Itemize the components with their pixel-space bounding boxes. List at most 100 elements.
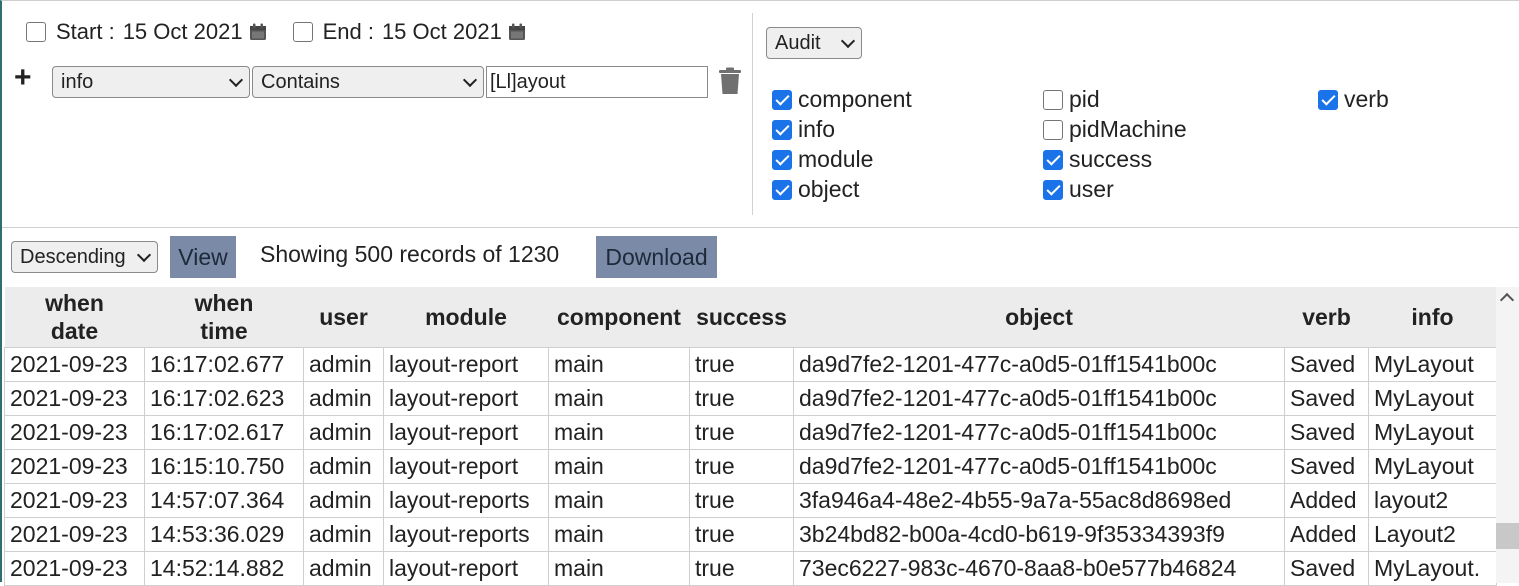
table-cell: 2021-09-23 bbox=[4, 448, 145, 484]
toggle-object[interactable]: object bbox=[772, 176, 859, 203]
table-cell: true bbox=[689, 414, 794, 450]
toggle-success[interactable]: success bbox=[1043, 146, 1152, 173]
section-divider bbox=[752, 13, 753, 215]
column-header[interactable]: info bbox=[1368, 287, 1497, 347]
column-header[interactable]: success bbox=[689, 287, 794, 347]
table-cell: 2021-09-23 bbox=[4, 346, 145, 382]
table-cell: MyLayout bbox=[1368, 380, 1497, 416]
toggle-component[interactable]: component bbox=[772, 86, 912, 113]
table-cell: 2021-09-23 bbox=[4, 550, 145, 586]
table-cell: 16:17:02.617 bbox=[144, 414, 304, 450]
column-header[interactable]: module bbox=[383, 287, 549, 347]
toggle-module[interactable]: module bbox=[772, 146, 873, 173]
table-cell: 16:17:02.623 bbox=[144, 380, 304, 416]
table-cell: 3b24bd82-b00a-4cd0-b619-9f35334393f9 bbox=[793, 516, 1285, 552]
vertical-scrollbar[interactable] bbox=[1496, 287, 1519, 583]
table-cell: Saved bbox=[1284, 346, 1369, 382]
table-cell: layout2 bbox=[1368, 482, 1497, 518]
column-header[interactable]: user bbox=[303, 287, 384, 347]
table-cell: main bbox=[548, 482, 690, 518]
toggle-verb[interactable]: verb bbox=[1318, 86, 1389, 113]
checkbox[interactable] bbox=[1043, 89, 1063, 110]
filter-value-input[interactable]: [Ll]ayout bbox=[486, 66, 708, 98]
calendar-icon[interactable] bbox=[249, 23, 267, 41]
toggle-pid[interactable]: pid bbox=[1043, 86, 1100, 113]
end-label: End : bbox=[322, 19, 374, 44]
sort-order-select[interactable]: Descending bbox=[11, 241, 158, 273]
column-header[interactable]: object bbox=[793, 287, 1285, 347]
checkbox[interactable] bbox=[772, 179, 792, 200]
table-cell: true bbox=[689, 550, 794, 586]
table-cell: Saved bbox=[1284, 414, 1369, 450]
end-date-checkbox[interactable] bbox=[292, 22, 313, 42]
calendar-icon[interactable] bbox=[508, 23, 526, 41]
sort-order-value: Descending bbox=[20, 245, 126, 268]
audit-select[interactable]: Audit bbox=[766, 27, 862, 59]
start-date-checkbox[interactable] bbox=[26, 22, 46, 42]
table-cell: MyLayout bbox=[1368, 346, 1497, 382]
view-button[interactable]: View bbox=[170, 236, 236, 278]
table-cell: layout-reports bbox=[383, 482, 549, 518]
checkbox[interactable] bbox=[1043, 179, 1063, 200]
checkbox[interactable] bbox=[1043, 149, 1063, 170]
table-cell: 16:17:02.677 bbox=[144, 346, 304, 382]
filter-operator-select[interactable]: Contains bbox=[252, 66, 484, 98]
table-cell: MyLayout. bbox=[1368, 550, 1497, 586]
checkbox[interactable] bbox=[1043, 119, 1063, 140]
column-header[interactable]: component bbox=[548, 287, 690, 347]
table-cell: admin bbox=[303, 482, 384, 518]
table-cell: true bbox=[689, 482, 794, 518]
chevron-down-icon bbox=[840, 33, 856, 48]
start-date[interactable]: 15 Oct 2021 bbox=[122, 19, 243, 44]
table-cell: 14:53:36.029 bbox=[144, 516, 304, 552]
checkbox[interactable] bbox=[772, 89, 792, 110]
toggle-user[interactable]: user bbox=[1043, 176, 1114, 203]
end-date[interactable]: 15 Oct 2021 bbox=[381, 19, 502, 44]
table-cell: main bbox=[548, 516, 690, 552]
table-cell: layout-report bbox=[383, 346, 549, 382]
table-cell: true bbox=[689, 346, 794, 382]
add-filter-icon[interactable]: + bbox=[14, 61, 32, 94]
table-cell: Saved bbox=[1284, 380, 1369, 416]
chevron-down-icon bbox=[462, 72, 478, 87]
table-cell: true bbox=[689, 380, 794, 416]
table-cell: 2021-09-23 bbox=[4, 380, 145, 416]
table-cell: da9d7fe2-1201-477c-a0d5-01ff1541b00c bbox=[793, 346, 1285, 382]
scroll-thumb[interactable] bbox=[1496, 523, 1519, 549]
table-cell: main bbox=[548, 414, 690, 450]
download-button[interactable]: Download bbox=[596, 236, 717, 278]
filter-field-select[interactable]: info bbox=[52, 66, 250, 98]
scroll-up-icon[interactable] bbox=[1499, 292, 1515, 308]
checkbox[interactable] bbox=[772, 149, 792, 170]
table-cell: admin bbox=[303, 516, 384, 552]
table-cell: 14:57:07.364 bbox=[144, 482, 304, 518]
table-cell: main bbox=[548, 346, 690, 382]
table-cell: 3fa946a4-48e2-4b55-9a7a-55ac8d8698ed bbox=[793, 482, 1285, 518]
column-header[interactable]: verb bbox=[1284, 287, 1369, 347]
table-cell: 16:15:10.750 bbox=[144, 448, 304, 484]
table-cell: main bbox=[548, 380, 690, 416]
record-count-text: Showing 500 records of 1230 bbox=[260, 241, 560, 267]
trash-icon[interactable] bbox=[718, 67, 742, 95]
table-cell: layout-report bbox=[383, 448, 549, 484]
table-cell: admin bbox=[303, 448, 384, 484]
checkbox[interactable] bbox=[1318, 89, 1338, 110]
toggle-info[interactable]: info bbox=[772, 116, 835, 143]
checkbox[interactable] bbox=[772, 119, 792, 140]
table-cell: MyLayout bbox=[1368, 414, 1497, 450]
start-label: Start : bbox=[56, 19, 115, 44]
audit-select-value: Audit bbox=[775, 31, 821, 54]
toggle-pidmachine[interactable]: pidMachine bbox=[1043, 116, 1187, 143]
